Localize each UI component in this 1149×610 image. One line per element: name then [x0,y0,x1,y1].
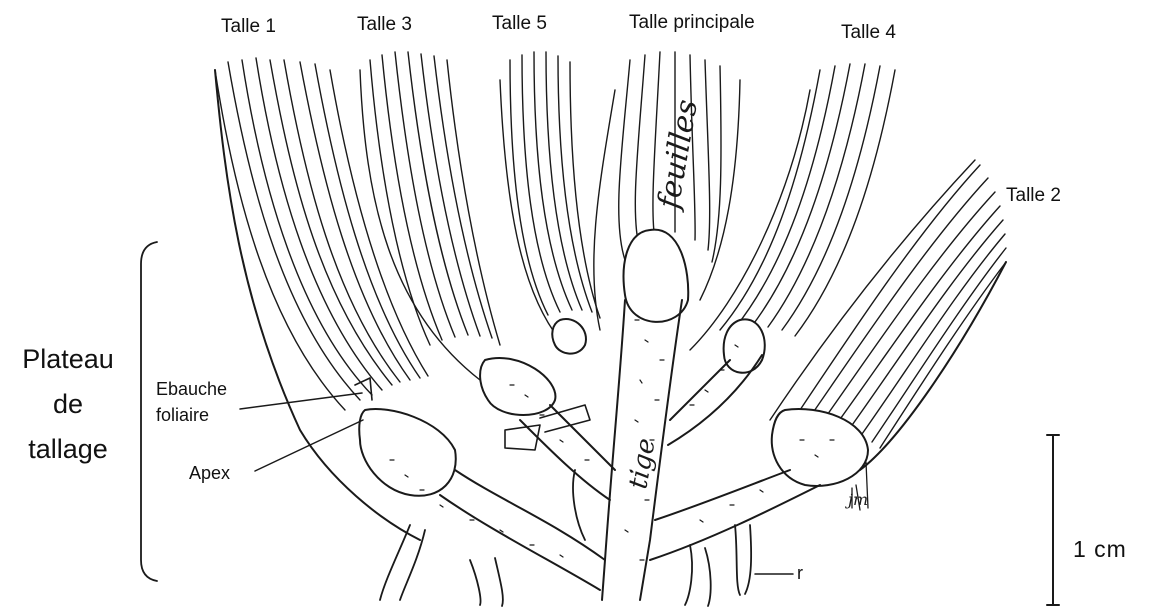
tige-handwritten-label: tige [623,436,661,491]
scale-label: 1 cm [1073,536,1127,563]
label-talle-1: Talle 1 [221,16,276,38]
apex-leader-line [255,420,363,471]
label-talle-2: Talle 2 [1006,185,1061,207]
feuilles-handwritten-label: feuilles [651,97,705,213]
signature-handwritten: jm [845,490,868,509]
ebauche-foliaire-label: Ebauche foliaire [156,376,227,428]
talle-5-leaves [500,52,600,340]
ebauche-line-1: Ebauche [156,376,227,402]
tiller-2-branch [650,470,820,560]
apex-label: Apex [189,460,230,486]
ebauche-line-2: foliaire [156,402,227,428]
plateau-line-3: tallage [8,427,128,472]
stem-stippling [390,320,834,560]
label-talle-4: Talle 4 [841,22,896,44]
plateau-line-2: de [8,382,128,427]
root-label: r [797,560,803,586]
plateau-bracket [141,242,157,581]
ebauche-leader-line [240,393,362,409]
tiller-3-branch [520,405,615,500]
plateau-line-1: Plateau [8,337,128,382]
scale-bar [1047,435,1059,605]
plateau-label: Plateau de tallage [8,337,128,472]
talle-3-leaves [360,52,500,380]
label-talle-principale: Talle principale [629,12,755,34]
label-talle-5: Talle 5 [492,13,547,35]
label-talle-3: Talle 3 [357,14,412,36]
